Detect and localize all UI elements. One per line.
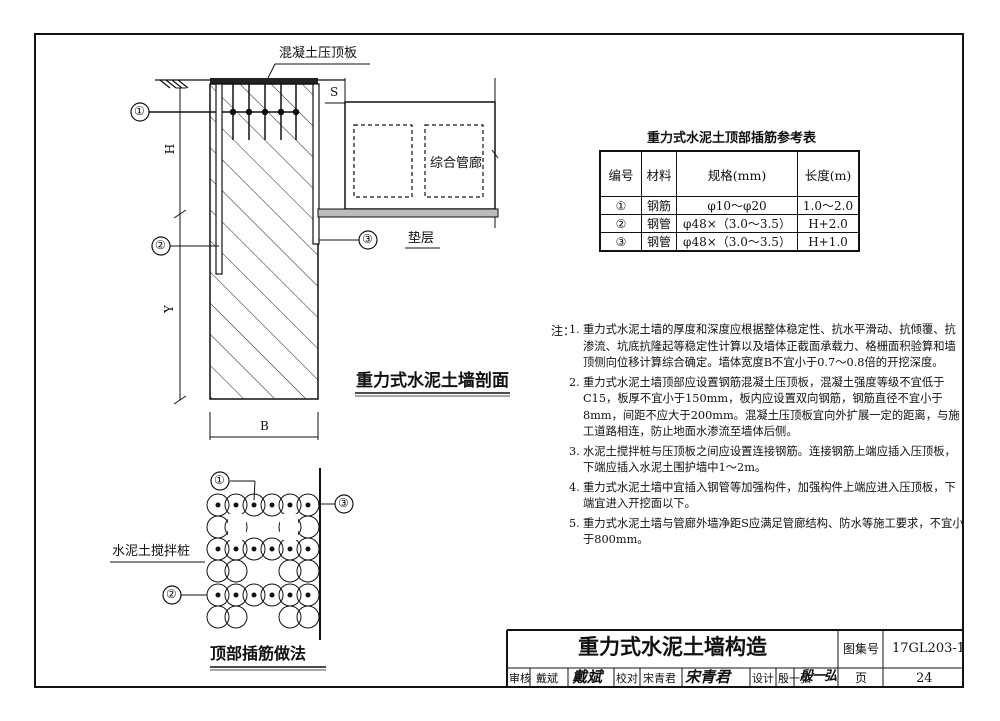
note-item: 1.重力式水泥土墙的厚度和深度应根据整体稳定性、抗水平滑动、抗倾覆、抗渗流、坑底… xyxy=(569,322,965,372)
marker-2-plan: ② xyxy=(166,587,177,601)
note-item: 2.重力式水泥土墙顶部应设置钢筋混凝土压顶板，混凝土强度等级不宜低于C15，板厚… xyxy=(569,375,965,441)
atlas-label: 图集号 xyxy=(843,642,880,656)
notes-list: 1.重力式水泥土墙的厚度和深度应根据整体稳定性、抗水平滑动、抗倾覆、抗渗流、坑底… xyxy=(569,322,965,552)
note-number: 5. xyxy=(569,516,580,530)
header-no: 编号 xyxy=(599,150,642,197)
review-label: 审核 xyxy=(509,672,531,685)
cell: 钢管 xyxy=(641,214,677,233)
drawing-frame xyxy=(34,33,964,688)
dim-s-label: S xyxy=(330,85,339,99)
cell: 1.0～2.0 xyxy=(797,196,860,215)
cell: ③ xyxy=(599,232,642,252)
cell: ① xyxy=(599,196,642,215)
note-item: 4.重力式水泥土墙中宜插入钢管等加强构件，加强构件上端应进入压顶板，下端宜进入开… xyxy=(569,480,965,513)
note-item: 3.水泥土搅拌桩与压顶板之间应设置连接钢筋。连接钢筋上端应插入压顶板，下端应插入… xyxy=(569,444,965,477)
note-text: 水泥土搅拌桩与压顶板之间应设置连接钢筋。连接钢筋上端应插入压顶板，下端应插入水泥… xyxy=(583,444,956,475)
header-length: 长度(m) xyxy=(797,150,860,197)
cell: 钢管 xyxy=(641,232,677,252)
cell: 钢筋 xyxy=(641,196,677,215)
plan-title: 顶部插筋做法 xyxy=(210,644,307,663)
pile-plan xyxy=(110,468,335,640)
dim-y-label: Y xyxy=(161,305,176,313)
cell: φ48×（3.0～3.5） xyxy=(676,214,798,233)
designer-signature: 殷一弘 xyxy=(800,669,837,684)
utility-corridor xyxy=(344,78,499,228)
note-text: 重力式水泥土墙与管廊外墙净距S应满足管廊结构、防水等施工要求，不宜小于800mm… xyxy=(583,516,964,547)
note-number: 1. xyxy=(569,323,580,336)
atlas-number: 17GL203-1 xyxy=(892,641,966,656)
designer-name: 殷一弘 xyxy=(778,672,811,685)
cell: H+1.0 xyxy=(797,232,860,252)
marker-1-section: ① xyxy=(134,104,145,118)
marker-3-section: ③ xyxy=(362,232,373,246)
top-slab-label: 混凝土压顶板 xyxy=(279,46,358,61)
pile-label: 水泥土搅拌桩 xyxy=(112,544,191,559)
dim-b-label: B xyxy=(260,419,269,433)
check-label: 校对 xyxy=(616,672,638,685)
note-text: 重力式水泥土墙的厚度和深度应根据整体稳定性、抗水平滑动、抗倾覆、抗渗流、坑底抗隆… xyxy=(583,323,956,369)
section-title: 重力式水泥土墙剖面 xyxy=(356,371,509,391)
checker-signature: 宋青君 xyxy=(685,668,731,686)
table-header-row: 编号 材料 规格(mm) 长度(m) xyxy=(599,150,860,197)
pile-row-top xyxy=(206,493,320,629)
cushion-layer xyxy=(317,208,499,218)
note-item: 5.重力式水泥土墙与管廊外墙净距S应满足管廊结构、防水等施工要求，不宜小于800… xyxy=(569,516,965,549)
corridor-label: 综合管廊 xyxy=(430,156,483,171)
page-number: 24 xyxy=(916,671,933,686)
concrete-top-slab xyxy=(210,78,318,84)
note-text: 重力式水泥土墙顶部应设置钢筋混凝土压顶板，混凝土强度等级不宜低于C15，板厚不宜… xyxy=(583,375,960,439)
header-material: 材料 xyxy=(641,150,677,197)
dimension-lines xyxy=(173,78,346,440)
dowel-bars xyxy=(140,84,300,140)
table-row: ③ 钢管 φ48×（3.0～3.5） H+1.0 xyxy=(599,232,860,252)
cell: H+2.0 xyxy=(797,214,860,233)
reviewer-signature: 戴斌 xyxy=(572,668,603,686)
note-number: 2. xyxy=(569,375,580,389)
title-block-grid xyxy=(506,629,964,688)
table-title: 重力式水泥土顶部插筋参考表 xyxy=(647,131,817,146)
dim-h-label: H xyxy=(163,143,178,155)
marker-2-section: ② xyxy=(155,238,166,252)
reviewer-name: 戴斌 xyxy=(536,672,558,685)
cell: φ10～φ20 xyxy=(676,196,798,215)
table-row: ① 钢筋 φ10～φ20 1.0～2.0 xyxy=(599,196,860,215)
note-number: 3. xyxy=(569,444,580,458)
notes-label: 注： xyxy=(551,324,576,338)
cushion-label: 垫层 xyxy=(408,231,435,246)
cell: φ48×（3.0～3.5） xyxy=(676,232,798,252)
steel-pipes xyxy=(215,83,320,275)
design-label: 设计 xyxy=(752,672,774,685)
table-row: ② 钢管 φ48×（3.0～3.5） H+2.0 xyxy=(599,214,860,233)
reference-table: 编号 材料 规格(mm) 长度(m) ① 钢筋 φ10～φ20 1.0～2.0 … xyxy=(599,150,860,252)
marker-1-plan: ① xyxy=(214,473,225,487)
cell: ② xyxy=(599,214,642,233)
header-spec: 规格(mm) xyxy=(676,150,798,197)
drawing-main-title: 重力式水泥土墙构造 xyxy=(578,635,767,659)
note-text: 重力式水泥土墙中宜插入钢管等加强构件，加强构件上端应进入压顶板，下端宜进入开挖面… xyxy=(583,480,956,511)
wall-section xyxy=(209,83,319,400)
note-number: 4. xyxy=(569,480,580,494)
marker-3-plan: ③ xyxy=(338,496,349,510)
leader-lines xyxy=(170,63,440,249)
page-label: 页 xyxy=(855,671,868,685)
checker-name: 宋青君 xyxy=(643,672,676,685)
